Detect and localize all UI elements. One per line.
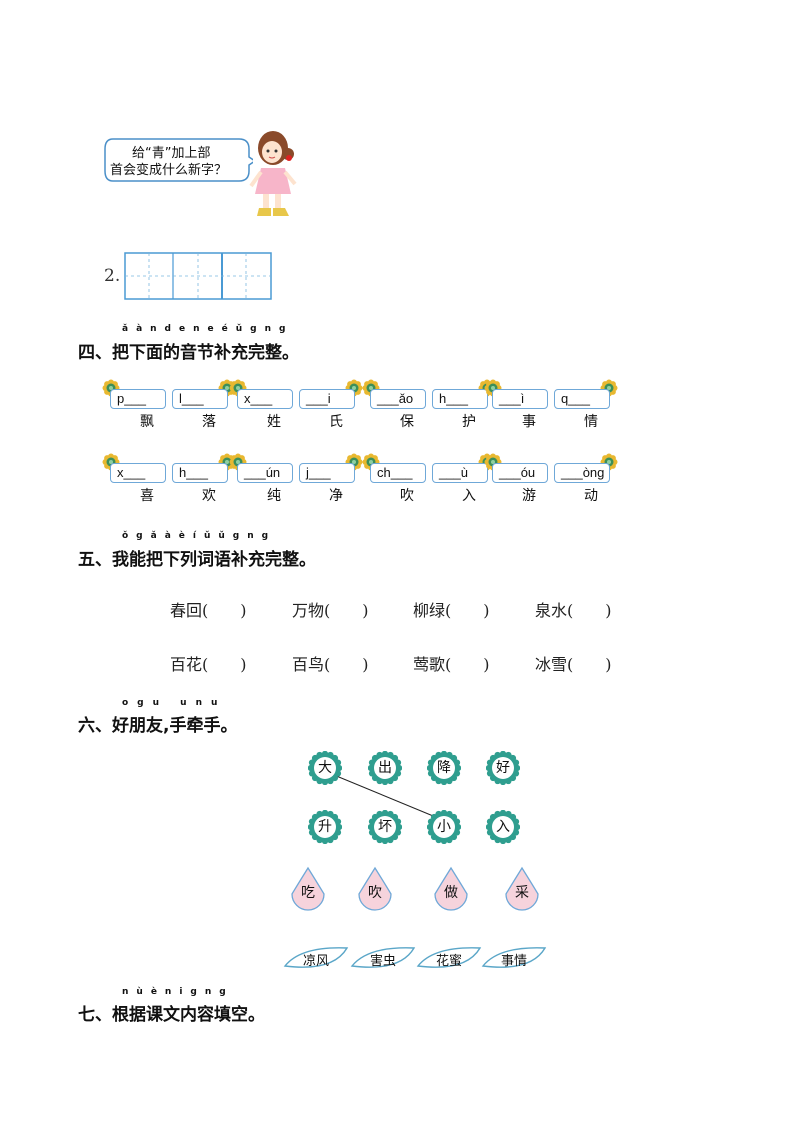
character-badge[interactable]: 大 (307, 750, 343, 786)
pinyin-blank[interactable]: ___òng (554, 463, 610, 483)
pinyin-blank[interactable]: ___óu (492, 463, 548, 483)
badge-label: 好 (496, 760, 510, 776)
leaf-label: 事情 (500, 954, 527, 969)
character-label: 喜 (140, 488, 154, 504)
section7-pinyin: nùènigng (122, 987, 234, 997)
leaf-label: 害虫 (369, 954, 396, 969)
pinyin-blank[interactable]: h___ (172, 463, 228, 483)
character-badge[interactable]: 小 (426, 809, 462, 845)
section5-title: 五、我能把下列词语补充完整。 (78, 550, 316, 570)
idiom-blank[interactable]: 百鸟( ) (292, 655, 369, 674)
character-label: 纯 (267, 488, 281, 504)
character-badge[interactable]: 升 (307, 809, 343, 845)
character-label: 事 (522, 414, 536, 430)
pinyin-blank[interactable]: x___ (110, 463, 166, 483)
drop-label: 做 (444, 885, 458, 901)
drop-label: 采 (515, 885, 529, 901)
question-number: 2. (104, 266, 121, 286)
section4-pinyin: ǎàndeneéǔgng (122, 324, 294, 334)
pinyin-blank[interactable]: ___ì (492, 389, 548, 409)
pinyin-blank[interactable]: ___i (299, 389, 355, 409)
section6-pinyin: ogu unu (122, 698, 227, 708)
badge-label: 入 (496, 819, 510, 835)
word-leaf[interactable]: 害虫 (350, 944, 416, 974)
character-label: 情 (584, 414, 598, 430)
section4-title: 四、把下面的音节补充完整。 (78, 343, 299, 363)
flower-icon (345, 379, 363, 397)
character-label: 欢 (202, 488, 216, 504)
idiom-blank[interactable]: 柳绿( ) (413, 601, 490, 620)
character-label: 动 (584, 488, 598, 504)
pinyin-blank[interactable]: l___ (172, 389, 228, 409)
word-leaf[interactable]: 花蜜 (416, 944, 482, 974)
character-label: 落 (202, 414, 216, 430)
badge-label: 出 (378, 760, 392, 776)
character-label: 保 (400, 414, 414, 430)
pinyin-blank[interactable]: x___ (237, 389, 293, 409)
badge-label: 坏 (378, 819, 392, 835)
character-badge[interactable]: 出 (367, 750, 403, 786)
character-drop[interactable]: 吃 (288, 866, 328, 916)
pinyin-blank[interactable]: p___ (110, 389, 166, 409)
idiom-blank[interactable]: 冰雪( ) (535, 655, 612, 674)
section5-pinyin: ǒgǎàèíǔǔgng (122, 531, 277, 541)
character-label: 姓 (267, 414, 281, 430)
pinyin-blank[interactable]: j___ (299, 463, 355, 483)
character-drop[interactable]: 采 (502, 866, 542, 916)
badge-label: 大 (318, 760, 332, 776)
idiom-blank[interactable]: 春回( ) (170, 601, 247, 620)
pinyin-blank[interactable]: ___ǎo (370, 389, 426, 409)
pinyin-blank[interactable]: h___ (432, 389, 488, 409)
drop-label: 吹 (368, 885, 382, 901)
character-label: 氏 (329, 414, 343, 430)
character-badge[interactable]: 坏 (367, 809, 403, 845)
badge-label: 小 (437, 819, 451, 835)
idiom-blank[interactable]: 百花( ) (170, 655, 247, 674)
badge-label: 降 (437, 760, 451, 776)
pinyin-blank[interactable]: ___ù (432, 463, 488, 483)
idiom-blank[interactable]: 泉水( ) (535, 601, 612, 620)
pinyin-blank[interactable]: ch___ (370, 463, 426, 483)
writing-grid[interactable] (124, 252, 272, 300)
character-label: 游 (522, 488, 536, 504)
character-badge[interactable]: 降 (426, 750, 462, 786)
bubble-text: 给“青”加上部 首会变成什么新字？ (110, 146, 228, 178)
drop-label: 吃 (301, 885, 315, 901)
leaf-label: 花蜜 (435, 954, 462, 969)
idiom-blank[interactable]: 莺歌( ) (413, 655, 490, 674)
character-label: 净 (329, 488, 343, 504)
word-leaf[interactable]: 事情 (481, 944, 547, 974)
section6-title: 六、好朋友,手牵手。 (78, 716, 238, 736)
pinyin-blank[interactable]: q___ (554, 389, 610, 409)
word-leaf[interactable]: 凉风 (283, 944, 349, 974)
character-label: 入 (462, 488, 476, 504)
character-drop[interactable]: 吹 (355, 866, 395, 916)
section7-title: 七、根据课文内容填空。 (78, 1005, 265, 1025)
girl-illustration (249, 131, 297, 216)
speech-bubble (104, 138, 253, 182)
leaf-label: 凉风 (302, 954, 329, 969)
pinyin-blank[interactable]: ___ún (237, 463, 293, 483)
character-badge[interactable]: 入 (485, 809, 521, 845)
character-drop[interactable]: 做 (431, 866, 471, 916)
idiom-blank[interactable]: 万物( ) (292, 601, 369, 620)
character-label: 护 (462, 414, 476, 430)
character-label: 吹 (400, 488, 414, 504)
badge-label: 升 (318, 819, 332, 835)
character-label: 飘 (140, 414, 154, 430)
character-badge[interactable]: 好 (485, 750, 521, 786)
